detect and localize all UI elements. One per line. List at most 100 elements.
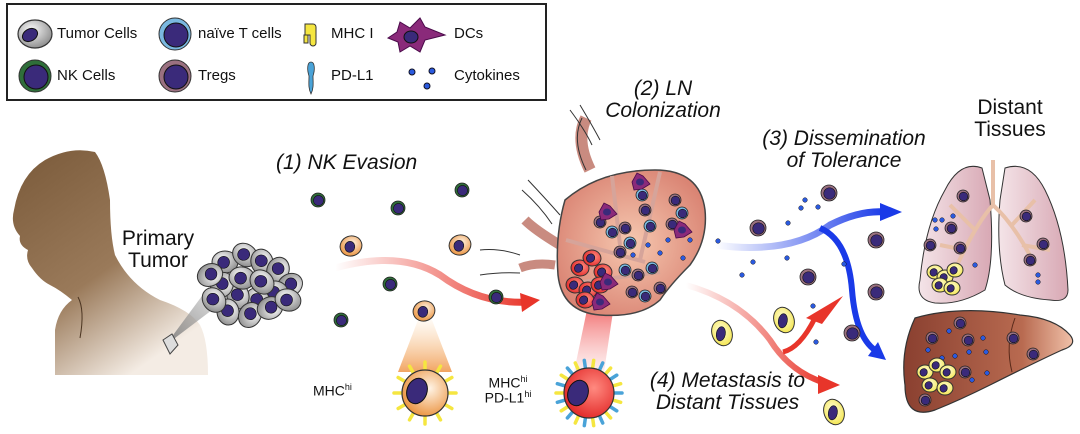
- cytokine-dot: [969, 377, 975, 383]
- legend-pd-l1-icon: [307, 61, 315, 95]
- arrow-metastasis-liver: [685, 282, 826, 386]
- lymphocyte: [618, 263, 632, 277]
- mhc-hi-label-sup: hi: [344, 382, 352, 392]
- metastatic-tumor-cell: [939, 364, 957, 380]
- lymphocyte: [665, 217, 679, 231]
- legend-box: [6, 3, 547, 101]
- legend-dendritic-cell-icon: [386, 17, 447, 53]
- dendritic-cell: [599, 272, 619, 291]
- step4-label: (4) Metastasis to Distant Tissues: [640, 369, 815, 415]
- cytokine-dot: [657, 250, 663, 256]
- step4-label-line2: Distant Tissues: [655, 391, 800, 415]
- nk-cell: [488, 289, 504, 305]
- legend-label-pd-l1: PD-L1: [331, 67, 374, 84]
- arrow-metastasis-branch-head: [806, 296, 843, 324]
- lymphocyte: [618, 221, 632, 235]
- cytokine-dot: [813, 339, 819, 345]
- zoom-beam-orange: [398, 320, 452, 372]
- treg-cell: [1026, 347, 1040, 361]
- pd-l1-hi-label-sup: hi: [524, 389, 532, 400]
- lymphocyte: [675, 206, 689, 220]
- cytokine-dot: [802, 197, 808, 203]
- lymphocyte: [643, 219, 657, 233]
- cytokine-dot: [1035, 279, 1041, 285]
- lymphocyte: [623, 236, 637, 250]
- treg-cell: [820, 184, 838, 202]
- lymphocyte: [638, 203, 652, 217]
- metastatic-tumor-cell: [921, 377, 939, 393]
- cytokine-dot: [665, 237, 671, 243]
- cytokine-dot: [680, 255, 686, 261]
- step3-label: (3) Dissemination of Tolerance: [754, 127, 934, 172]
- primary-tumor-cluster: [196, 242, 303, 329]
- mhc-hi-tumor-cell: [392, 360, 458, 426]
- tumor-cell: [249, 269, 275, 295]
- legend-naive-t-cell-icon: [158, 17, 192, 51]
- treg-cell: [1036, 237, 1050, 251]
- treg-cell: [956, 189, 970, 203]
- cytokine-dot: [984, 370, 990, 376]
- lymphocyte: [635, 188, 649, 202]
- red-tumor-cell: [582, 249, 602, 267]
- arrow-dissemination-liver-head: [868, 342, 886, 360]
- treg-cell: [958, 365, 972, 379]
- mhc-hi-label-sup-2: hi: [520, 374, 528, 384]
- nk-cell: [310, 192, 326, 208]
- treg-cell: [1019, 209, 1033, 223]
- tumor-cell: [201, 287, 227, 313]
- cytokine-dot: [739, 272, 745, 278]
- lung-metastases: [923, 189, 1050, 296]
- lymphocyte: [668, 193, 682, 207]
- tumor-cell: [274, 288, 302, 312]
- cytokine-dot: [966, 349, 972, 355]
- treg-cell: [961, 333, 975, 347]
- dendritic-cell: [591, 292, 611, 311]
- metastatic-tumor-cell: [943, 280, 961, 296]
- tumor-cell: [196, 263, 224, 287]
- legend-treg-cell-icon: [158, 59, 192, 93]
- cytokine-dot: [925, 347, 931, 353]
- lymphocyte: [605, 225, 619, 239]
- arrow-dissemination-lung: [714, 208, 886, 251]
- primary-tumor-label-line1: Primary: [121, 227, 195, 250]
- metastatic-tumor-cell: [946, 262, 964, 278]
- legend-label-dcs: DCs: [454, 25, 484, 42]
- legend-mhc-i-icon: [303, 23, 317, 47]
- cytokine-dot: [950, 213, 956, 219]
- cytokine-dot: [946, 328, 952, 334]
- mhc-hi-label-base: MHC: [313, 382, 345, 399]
- cytokine-dot: [932, 217, 938, 223]
- legend-tumor-cell-icon: [17, 19, 53, 49]
- treg-cell: [944, 221, 958, 235]
- treg-cell: [843, 324, 861, 342]
- lymphocyte: [645, 261, 659, 275]
- red-tumor-cell: [570, 259, 590, 277]
- lymphocyte: [653, 281, 667, 295]
- lymphocyte: [631, 268, 645, 282]
- arrow-metastasis-branch: [782, 316, 818, 355]
- treg-cell: [749, 219, 767, 237]
- arrow-metastasis-liver-head: [818, 375, 840, 394]
- dendritic-cell: [631, 172, 651, 191]
- cytokine-dot: [815, 204, 821, 210]
- dissemination-cells: [680, 184, 885, 426]
- legend-label-naive-t-cells: naïve T cells: [198, 25, 282, 42]
- legend-label-mhc-i: MHC I: [331, 25, 374, 42]
- dendritic-cell: [598, 202, 618, 221]
- distant-tissues-label-line2: Tissues: [974, 118, 1046, 142]
- metastatic-tumor-cell: [936, 380, 954, 396]
- treg-cell: [867, 231, 885, 249]
- cytokine-dot: [750, 259, 756, 265]
- legend-label-tumor-cells: Tumor Cells: [57, 25, 138, 42]
- lymphocyte: [638, 289, 652, 303]
- step2-label-line1: (2) LN: [633, 77, 693, 100]
- distant-tissues-label: Distant Tissues: [955, 96, 1065, 142]
- arrow-dissemination-liver: [818, 225, 880, 355]
- legend-label-cytokines: Cytokines: [454, 67, 520, 84]
- metastatic-tumor-cell: [823, 398, 845, 426]
- mhc-pd-l1-hi-label: MHChi PD-L1hi: [478, 374, 538, 406]
- tumor-cell: [228, 266, 256, 290]
- step3-label-line1: (3) Dissemination: [762, 127, 926, 150]
- treg-cell: [1006, 331, 1020, 345]
- patient-silhouette: [12, 150, 208, 375]
